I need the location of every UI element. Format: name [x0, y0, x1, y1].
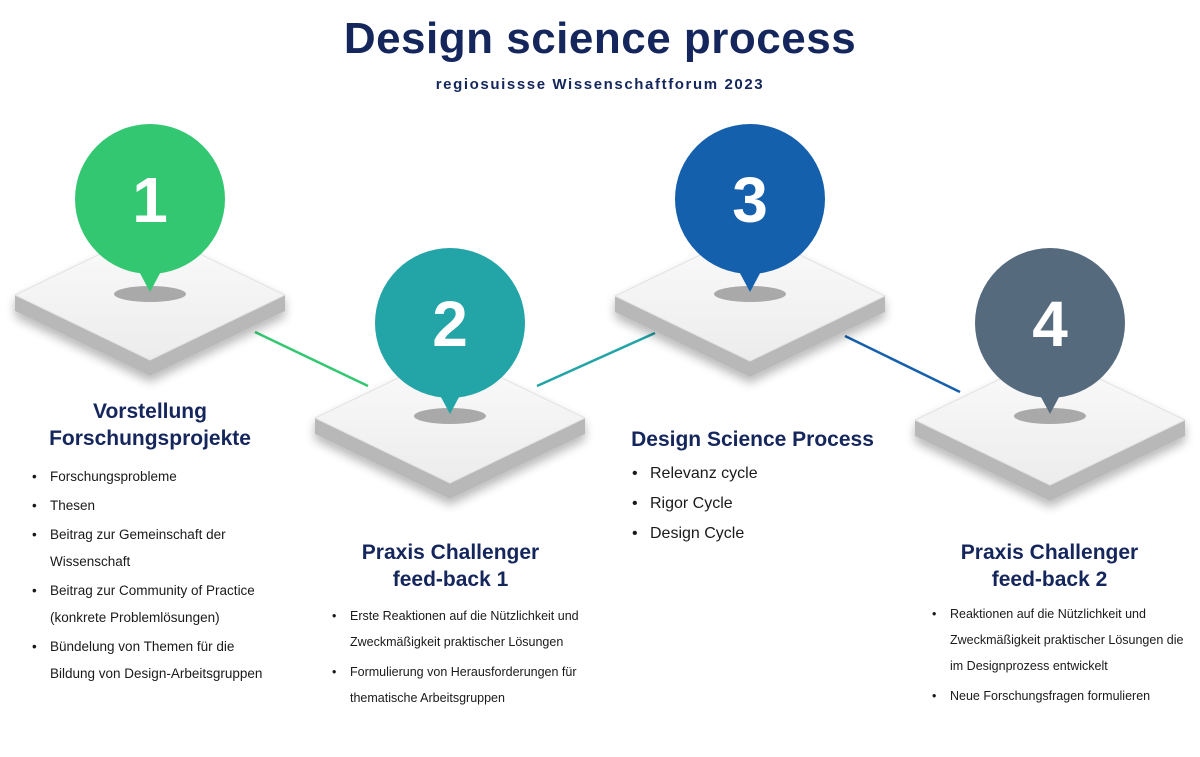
pin-shadow-3 — [714, 286, 786, 302]
page-subtitle: regiosuissse Wissenschaftforum 2023 — [435, 76, 765, 93]
connector-2-3 — [536, 331, 656, 388]
step-number-4: 4 — [1032, 288, 1068, 360]
connector-3-4 — [844, 334, 961, 394]
pin-1: 1 — [75, 124, 225, 292]
step-4-title-line1: Praxis Challenger — [960, 541, 1139, 564]
list-item: Formulierung von Herausforderungen für t… — [328, 659, 593, 711]
step-1-title-line1: Vorstellung — [93, 400, 207, 423]
list-item: Beitrag zur Community of Practice (konkr… — [28, 577, 268, 631]
pin-2: 2 — [375, 248, 525, 414]
step-2-title: Praxis Challenger feed-back 1 — [318, 539, 583, 593]
list-item: Reaktionen auf die Nützlichkeit und Zwec… — [928, 601, 1193, 679]
pin-shadow-4 — [1014, 408, 1086, 424]
list-item: Erste Reaktionen auf die Nützlichkeit un… — [328, 603, 593, 655]
step-4-title-line2: feed-back 2 — [991, 568, 1108, 591]
list-item: Bündelung von Themen für die Bildung von… — [28, 633, 268, 687]
step-1-title-line2: Forschungsprojekte — [49, 427, 251, 450]
step-number-3: 3 — [732, 164, 768, 236]
step-3-title: Design Science Process — [600, 426, 905, 453]
step-2-title-line2: feed-back 1 — [392, 568, 509, 591]
connector-1-2 — [254, 330, 369, 388]
pin-shadow-2 — [414, 408, 486, 424]
step-1-title: Vorstellung Forschungsprojekte — [20, 398, 280, 452]
step-2-title-line1: Praxis Challenger — [361, 541, 540, 564]
list-item: Design Cycle — [628, 519, 868, 549]
step-1-list: Forschungsprobleme Thesen Beitrag zur Ge… — [28, 463, 268, 689]
list-item: Forschungsprobleme — [28, 463, 268, 490]
list-item: Thesen — [28, 492, 268, 519]
step-4-list: Reaktionen auf die Nützlichkeit und Zwec… — [928, 601, 1193, 713]
step-3-title-line1: Design Science Process — [631, 428, 874, 451]
step-number-2: 2 — [432, 288, 468, 360]
list-item: Neue Forschungsfragen formulieren — [928, 683, 1193, 709]
step-2-list: Erste Reaktionen auf die Nützlichkeit un… — [328, 603, 593, 715]
step-4-title: Praxis Challenger feed-back 2 — [917, 539, 1182, 593]
step-3-list: Relevanz cycle Rigor Cycle Design Cycle — [628, 459, 868, 549]
step-number-1: 1 — [132, 164, 168, 236]
pin-4: 4 — [975, 248, 1125, 414]
page-title: Design science process — [343, 14, 857, 63]
pin-shadow-1 — [114, 286, 186, 302]
list-item: Relevanz cycle — [628, 459, 868, 489]
list-item: Beitrag zur Gemeinschaft der Wissenschaf… — [28, 521, 268, 575]
pin-3: 3 — [675, 124, 825, 292]
list-item: Rigor Cycle — [628, 489, 868, 519]
